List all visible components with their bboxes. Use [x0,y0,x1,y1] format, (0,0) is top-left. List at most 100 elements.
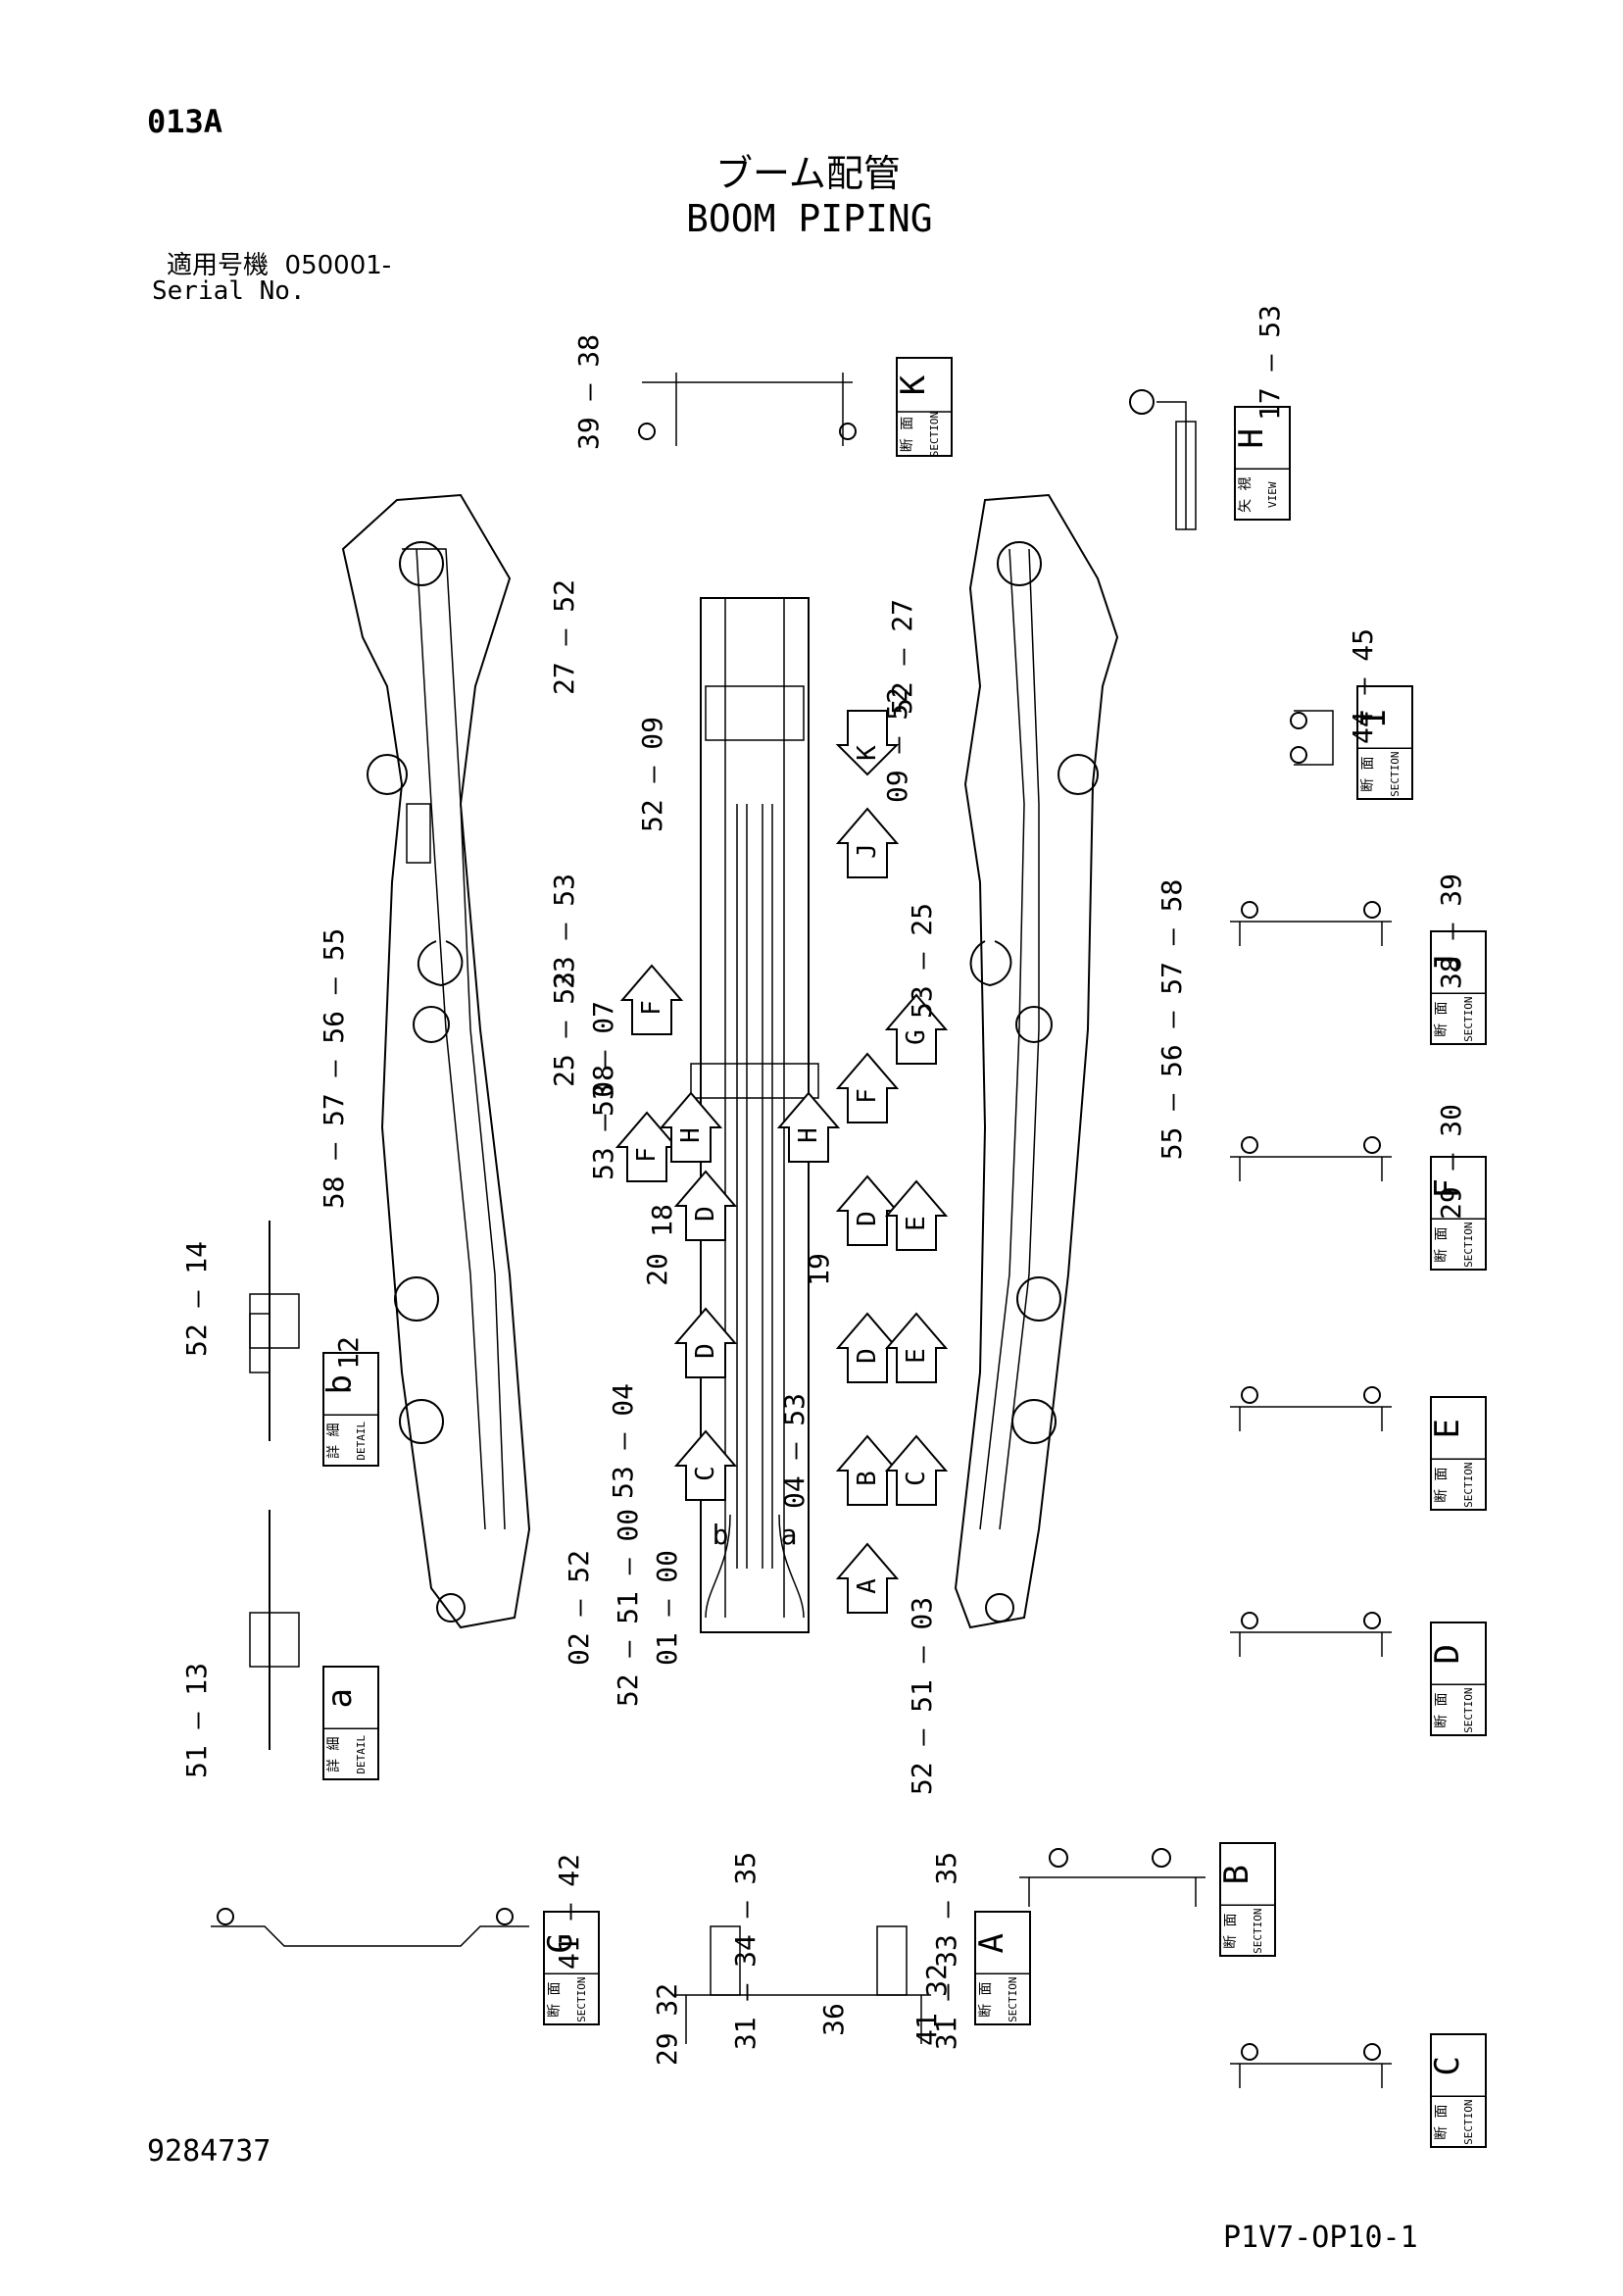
section-arrow-G-label: G [902,1029,931,1045]
section-arrow-F-shape [619,964,684,1035]
section-arrow-C: C [673,1429,738,1501]
right-boom-mid-pin [1057,754,1099,795]
box-a-letter: a [320,1688,360,1708]
section-k-clamp-right [839,423,857,440]
section-d-clamp-left [1241,1612,1258,1629]
section-arrow-B: B [835,1434,900,1506]
section-arrow-D-label: D [853,1211,882,1226]
section-arrow-E-shape [884,1179,949,1251]
section-f-clamp-right [1363,1136,1381,1154]
page-code: 013A [147,103,223,140]
section-arrow-F-shape [835,1052,900,1123]
right-boom-pipe-line-2 [999,548,1040,1530]
detail-a-fitting-body [249,1612,300,1668]
section-arrow-F-label: F [632,1147,662,1163]
serial-range: 050001- [284,251,392,280]
callout-6: 52 – 09 [636,717,668,832]
box-b-letter: b [320,1374,360,1394]
section-arrow-E-label: E [902,1348,931,1364]
box-D-ja-label: 断 面 [1434,1692,1450,1727]
box-H-letter: H [1232,428,1271,448]
box-a-ja-label: 詳 細 [326,1736,342,1772]
callout-10: 58 – 57 – 56 – 55 [318,928,350,1210]
left-boom-hose-loop [417,940,464,987]
section-b-clamp-right [1152,1848,1171,1868]
callout-29: 41 – 42 [553,1854,585,1970]
box-a: a 詳 細 DETAIL [320,1666,379,1780]
box-K-ja-label: 断 面 [900,417,915,452]
right-boom-cyl-pin [1015,1006,1053,1043]
right-boom-foot-pin [985,1593,1014,1622]
section-arrow-D-shape [835,1174,900,1246]
section-arrow-A: A [835,1542,900,1614]
section-a-clamp-left [710,1925,741,1996]
box-B-en-label: SECTION [1252,1909,1264,1954]
box-A-ja-label: 断 面 [978,1981,994,2017]
box-I-ja-label: 断 面 [1360,756,1376,791]
box-C-en-label: SECTION [1462,2100,1475,2145]
box-C-letter: C [1428,2056,1467,2075]
box-I: I 断 面 SECTION [1354,685,1413,800]
section-e-clamp-left [1241,1386,1258,1404]
box-E-frame [1430,1396,1487,1511]
serial-label-ja-text: 適用号機 [167,251,270,280]
box-H-en-label: VIEW [1266,481,1279,508]
box-G-en-label: SECTION [575,1977,588,2022]
box-E-letter: E [1428,1419,1467,1438]
box-E-ja-label: 断 面 [1434,1467,1450,1502]
left-boom-top-pin [399,541,444,586]
section-i-sketch [1294,710,1334,766]
section-arrow-J-shape [835,807,900,878]
box-B-letter: B [1217,1865,1256,1884]
box-J-en-label: SECTION [1462,997,1475,1042]
section-arrow-F-label: F [637,1000,666,1016]
section-arrow-H-label: H [676,1127,706,1143]
callout-5: 44 – 45 [1347,628,1379,744]
section-arrow-D-label: D [853,1348,882,1364]
callout-31: 31 – 33 – 35 [930,1852,962,2050]
center-boom-outline [700,597,810,1633]
section-d-clamp-right [1363,1612,1381,1629]
section-arrow-E-label: E [902,1216,931,1231]
section-arrow-H-shape [776,1091,841,1163]
page-reference: P1V7-OP10-1 [1223,2221,1418,2255]
view-h-hose-braid [1175,421,1197,530]
section-c-clamp-right [1363,2043,1381,2061]
callout-14: 53 – 07 [587,1001,619,1117]
section-j-clamp-left [1241,901,1258,919]
callout-2: 17 – 53 [1254,305,1286,421]
box-G-ja-label: 断 面 [547,1981,563,2017]
left-boom-mid-pin [367,754,408,795]
section-arrow-A-label: A [853,1578,882,1594]
callout-8: 23 – 53 [548,873,580,989]
box-J-ja-label: 断 面 [1434,1001,1450,1036]
box-a-en-label: DETAIL [355,1734,368,1773]
section-d-legs [1239,1632,1383,1657]
box-D-frame [1430,1622,1487,1736]
section-e-legs [1239,1407,1383,1431]
callout-3: 52 – 27 [886,599,918,715]
serial-label: Serial No. [152,276,306,306]
detail-letter-b: b [713,1519,729,1551]
box-C-frame [1430,2033,1487,2148]
box-I-en-label: SECTION [1389,752,1402,797]
box-G-frame [543,1911,600,2025]
callout-23: 04 – 53 [778,1393,811,1509]
box-D-letter: D [1428,1644,1467,1664]
section-arrow-H: H [776,1091,841,1163]
callout-21: 12 [332,1336,365,1370]
callout-20: 52 – 14 [180,1241,213,1357]
box-I-letter: I [1354,708,1394,727]
section-arrow-B-label: B [853,1471,882,1486]
callout-26: 02 – 52 [563,1550,595,1666]
callout-28: 51 – 13 [180,1663,213,1778]
